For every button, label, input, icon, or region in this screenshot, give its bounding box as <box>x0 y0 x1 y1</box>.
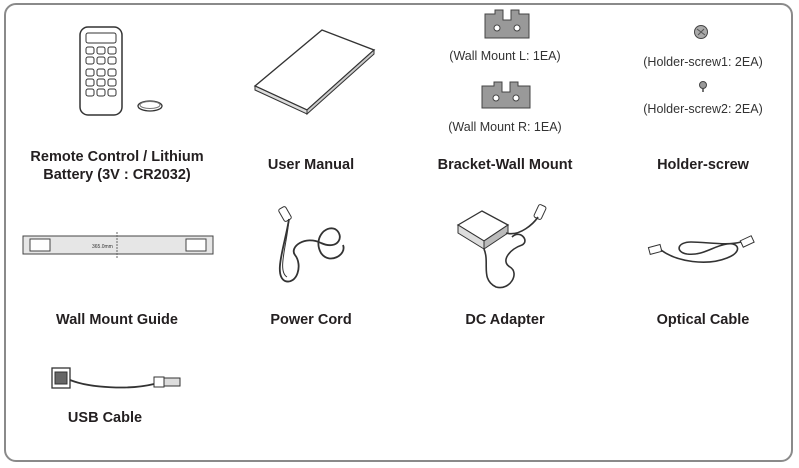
holder-screw-label: Holder-screw <box>657 157 749 173</box>
optical-cable-icon <box>647 235 755 263</box>
wall-mount-guide-label: Wall Mount Guide <box>56 312 178 328</box>
user-manual-icon <box>253 29 376 116</box>
dc-adapter-icon <box>456 204 547 289</box>
dc-adapter-label: DC Adapter <box>465 312 545 328</box>
user-manual-label: User Manual <box>267 157 355 173</box>
holder-screw2-note: (Holder-screw2: 2EA) <box>643 102 763 116</box>
wall-mount-guide-icon: 365.0mm <box>22 232 214 258</box>
wall-mount-l-icon <box>484 9 530 39</box>
holder-screw1-note: (Holder-screw1: 2EA) <box>643 55 763 69</box>
bracket-wall-mount-label: Bracket-Wall Mount <box>437 157 573 173</box>
wall-mount-r-icon <box>481 81 531 109</box>
package-contents-frame <box>4 3 793 462</box>
usb-cable-label: USB Cable <box>67 410 143 426</box>
remote-control-label: Remote Control / Lithium Battery (3V : C… <box>30 149 204 183</box>
remote-control-icon <box>79 26 123 116</box>
wall-mount-l-note: (Wall Mount L: 1EA) <box>449 49 561 63</box>
power-cord-label: Power Cord <box>270 312 352 328</box>
wall-mount-guide-text: 365.0mm <box>92 244 113 250</box>
usb-cable-icon <box>51 367 181 389</box>
optical-cable-label: Optical Cable <box>656 312 750 328</box>
holder-screw1-icon <box>694 25 708 39</box>
wall-mount-r-note: (Wall Mount R: 1EA) <box>448 120 562 134</box>
holder-screw2-icon <box>699 81 707 92</box>
battery-icon <box>137 100 163 112</box>
power-cord-icon <box>278 206 345 283</box>
